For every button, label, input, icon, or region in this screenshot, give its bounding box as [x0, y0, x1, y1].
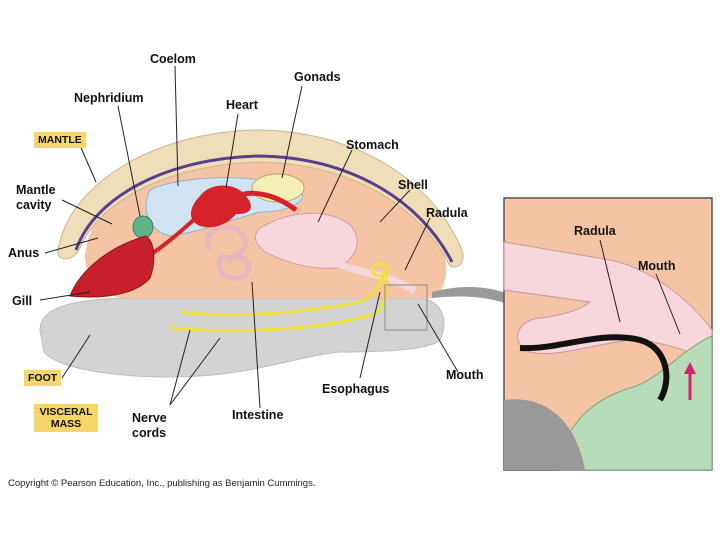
- label-foot: FOOT: [24, 370, 62, 386]
- nerve-cord-2: [169, 271, 389, 333]
- label-heart: Heart: [226, 98, 258, 112]
- label-stomach: Stomach: [346, 138, 399, 152]
- nerve-ring: [370, 262, 390, 278]
- label-coelom: Coelom: [150, 52, 196, 66]
- heart-shape: [190, 185, 251, 228]
- label-nephridium: Nephridium: [74, 91, 144, 105]
- label-visceral-mass-line2: MASS: [50, 418, 82, 430]
- vessel-to-gill: [148, 212, 202, 257]
- zoom-region-box: [384, 284, 428, 331]
- radula-inset-panel: [503, 197, 713, 471]
- label-esophagus: Esophagus: [322, 382, 390, 396]
- zoom-arrow: [432, 286, 540, 318]
- mantle-edge-line: [74, 154, 454, 263]
- label-mantle-cavity-line2: cavity: [16, 198, 52, 212]
- label-mantle: MANTLE: [34, 132, 86, 148]
- label-nerve-cords-line2: cords: [132, 426, 167, 440]
- leader-lines: [39, 65, 681, 409]
- label-shell: Shell: [398, 178, 428, 192]
- copyright-credit: Copyright © Pearson Education, Inc., pub…: [8, 478, 316, 489]
- label-gill: Gill: [12, 294, 33, 308]
- label-intestine: Intestine: [232, 408, 284, 422]
- label-visceral-mass: VISCERAL MASS: [34, 404, 98, 432]
- inset-gut: [503, 241, 713, 361]
- intestine-coil: [205, 224, 252, 281]
- inset-label-radula: Radula: [574, 224, 616, 238]
- label-mouth: Mouth: [446, 368, 484, 382]
- nerve-cord-1: [179, 269, 386, 317]
- gill-shape: [69, 235, 155, 298]
- shell-shape: [57, 129, 464, 268]
- label-radula: Radula: [426, 206, 468, 220]
- aorta-vessel: [237, 190, 298, 213]
- nephridium-shape: [132, 215, 154, 239]
- inset-radula-band: [519, 334, 670, 402]
- label-gonads: Gonads: [294, 70, 341, 84]
- inset-label-mouth: Mouth: [638, 259, 676, 273]
- label-anus: Anus: [8, 246, 40, 260]
- foot-region: [39, 297, 445, 378]
- label-mantle-cavity-line1: Mantle: [16, 183, 56, 197]
- label-nerve-cords-line1: Nerve: [132, 411, 167, 425]
- inset-foot: [504, 399, 585, 470]
- label-visceral-mass-line1: VISCERAL: [39, 406, 93, 418]
